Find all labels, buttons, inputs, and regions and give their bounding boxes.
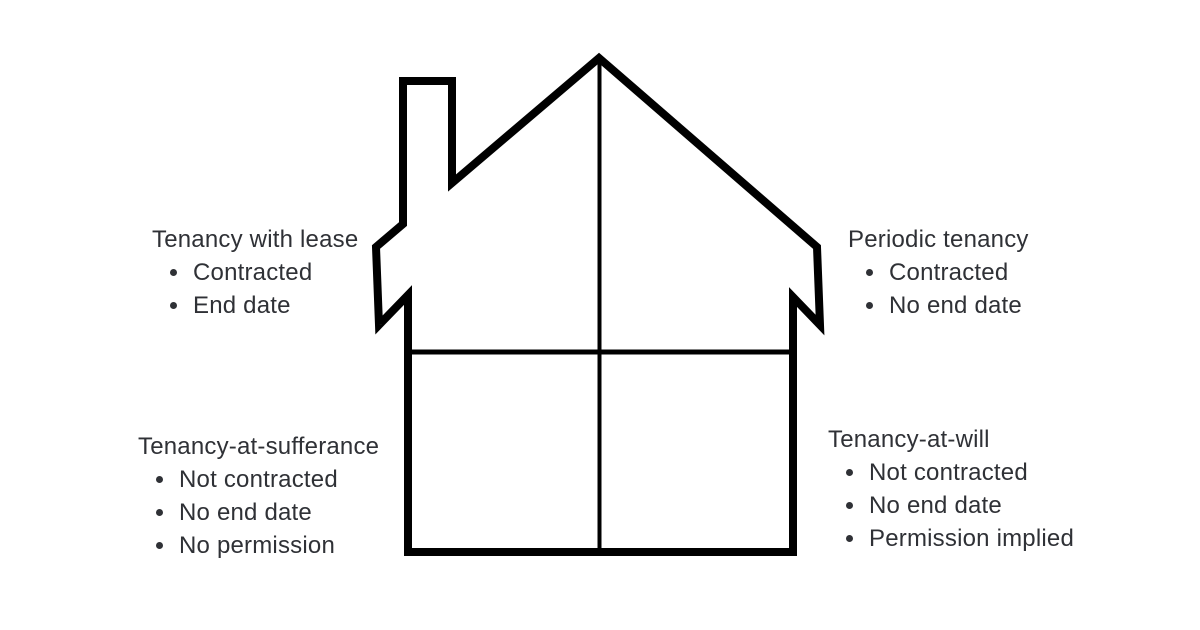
- bullet-text: No end date: [179, 499, 312, 526]
- bullet-list: Not contracted No end date No permission: [138, 463, 379, 562]
- bullet-item: End date: [152, 289, 358, 322]
- bullet-item: Contracted: [152, 256, 358, 289]
- bullet-dot-icon: [156, 476, 163, 483]
- quadrant-title: Tenancy with lease: [152, 226, 359, 253]
- bullet-item: Permission implied: [828, 522, 1074, 555]
- bullet-text: Not contracted: [179, 466, 338, 493]
- quadrant-label-tenancy-at-will: Tenancy-at-will Not contracted No end dat…: [828, 423, 1074, 555]
- bullet-text: Contracted: [193, 259, 313, 286]
- bullet-item: No end date: [848, 289, 1029, 322]
- bullet-item: Contracted: [848, 256, 1029, 289]
- bullet-dot-icon: [156, 542, 163, 549]
- bullet-item: Not contracted: [828, 456, 1074, 489]
- bullet-dot-icon: [170, 269, 177, 276]
- bullet-text: Not contracted: [869, 459, 1028, 486]
- bullet-item: No end date: [828, 489, 1074, 522]
- bullet-item: No end date: [138, 496, 379, 529]
- quadrant-title: Tenancy-at-will: [828, 426, 990, 453]
- bullet-text: End date: [193, 292, 291, 319]
- bullet-text: Contracted: [889, 259, 1009, 286]
- bullet-item: No permission: [138, 529, 379, 562]
- bullet-dot-icon: [156, 509, 163, 516]
- bullet-text: No permission: [179, 532, 335, 559]
- quadrant-label-periodic-tenancy: Periodic tenancy Contracted No end date: [848, 223, 1029, 322]
- bullet-text: Permission implied: [869, 525, 1074, 552]
- bullet-text: No end date: [869, 492, 1002, 519]
- bullet-dot-icon: [846, 469, 853, 476]
- bullet-dot-icon: [846, 502, 853, 509]
- bullet-list: Contracted No end date: [848, 256, 1029, 322]
- house-outline: [371, 52, 825, 556]
- bullet-dot-icon: [170, 302, 177, 309]
- quadrant-label-tenancy-at-sufferance: Tenancy-at-sufferance Not contracted No e…: [138, 430, 379, 562]
- quadrant-title: Tenancy-at-sufferance: [138, 433, 380, 460]
- bullet-dot-icon: [866, 302, 873, 309]
- bullet-text: No end date: [889, 292, 1022, 319]
- bullet-dot-icon: [846, 535, 853, 542]
- bullet-dot-icon: [866, 269, 873, 276]
- bullet-item: Not contracted: [138, 463, 379, 496]
- quadrant-title: Periodic tenancy: [848, 226, 1029, 253]
